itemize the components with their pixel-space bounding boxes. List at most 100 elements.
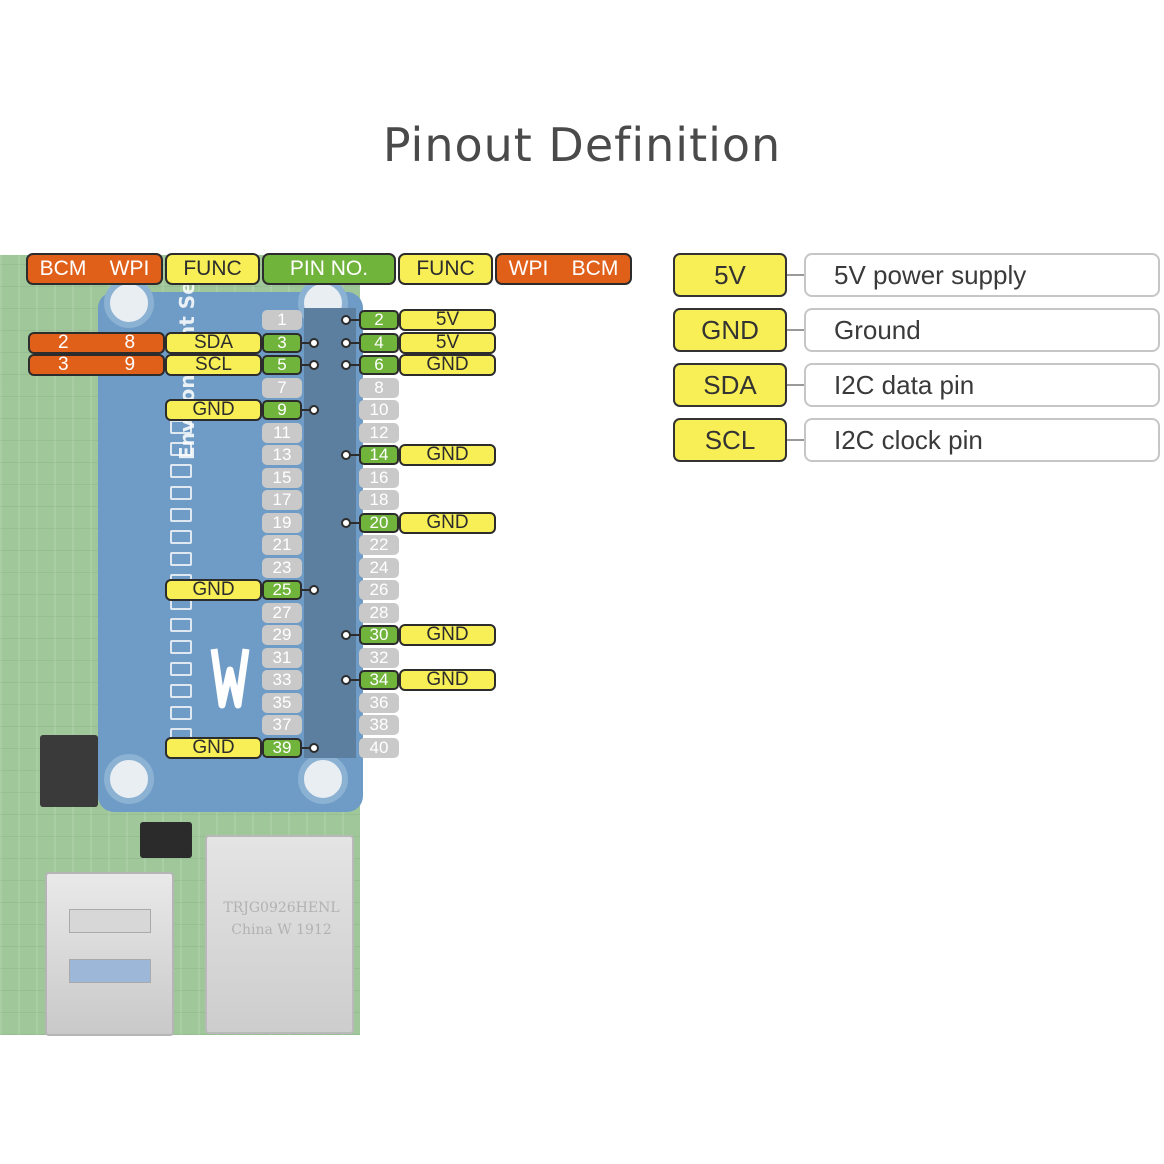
func-label-gnd: GND bbox=[165, 736, 262, 759]
pin-33: 33 bbox=[262, 670, 302, 690]
pin-connector bbox=[349, 679, 359, 681]
header-pin-dot bbox=[341, 315, 351, 325]
header-pin-no: PIN NO. bbox=[262, 253, 396, 285]
func-label-gnd: GND bbox=[165, 579, 262, 601]
legend-desc-sda: I2C data pin bbox=[804, 363, 1160, 407]
func-label-gnd: GND bbox=[399, 354, 496, 376]
pin-18: 18 bbox=[359, 490, 399, 510]
pin-connector bbox=[302, 364, 310, 366]
func-label-sda: SDA bbox=[165, 331, 262, 354]
func-label-5v: 5V bbox=[399, 331, 496, 354]
header-pin-dot bbox=[341, 450, 351, 460]
header-right-func-text: FUNC bbox=[416, 257, 475, 280]
header-pin-dot bbox=[309, 360, 319, 370]
wpi-number: 8 bbox=[124, 331, 136, 353]
pin-17: 17 bbox=[262, 490, 302, 510]
legend-connector bbox=[787, 439, 804, 441]
header-right-wpi: WPI bbox=[508, 257, 549, 280]
header-right-bcm: BCM bbox=[571, 257, 619, 280]
header-left-func: FUNC bbox=[165, 253, 260, 285]
pin-7: 7 bbox=[262, 377, 302, 398]
pin-40: 40 bbox=[359, 737, 399, 758]
header-pin-dot bbox=[309, 405, 319, 415]
pin-35: 35 bbox=[262, 692, 302, 713]
pin-11: 11 bbox=[262, 422, 302, 443]
legend-connector bbox=[787, 274, 804, 276]
func-label-gnd: GND bbox=[399, 624, 496, 646]
pin-20: 20 bbox=[359, 512, 399, 533]
legend-key-sda: SDA bbox=[673, 363, 787, 407]
legend-key-gnd: GND bbox=[673, 308, 787, 352]
header-pin-dot bbox=[341, 517, 351, 528]
pin-37: 37 bbox=[262, 715, 302, 735]
header-pin-dot bbox=[309, 585, 319, 595]
pin-23: 23 bbox=[262, 557, 302, 578]
mounting-hole bbox=[104, 278, 154, 328]
bcm-number: 3 bbox=[57, 354, 69, 375]
header-pin-dot bbox=[341, 630, 351, 640]
pin-connector bbox=[302, 589, 310, 591]
header-pin-dot bbox=[309, 337, 319, 348]
header-pin-dot bbox=[341, 675, 351, 685]
audio-jack bbox=[140, 822, 192, 858]
pin-connector bbox=[349, 521, 359, 524]
pin-22: 22 bbox=[359, 535, 399, 555]
pin-25: 25 bbox=[262, 580, 302, 600]
pin-3: 3 bbox=[262, 332, 302, 353]
mounting-hole bbox=[104, 754, 154, 804]
waveshare-logo-icon bbox=[210, 648, 250, 709]
pin-34: 34 bbox=[359, 670, 399, 690]
pin-connector bbox=[302, 409, 310, 411]
pin-36: 36 bbox=[359, 692, 399, 713]
soc-chip bbox=[40, 735, 98, 807]
pin-connector bbox=[349, 634, 359, 636]
pin-connector bbox=[349, 454, 359, 456]
legend-connector bbox=[787, 384, 804, 386]
header-right-func: FUNC bbox=[398, 253, 493, 285]
legend-desc-scl: I2C clock pin bbox=[804, 418, 1160, 462]
func-label-gnd: GND bbox=[165, 399, 262, 421]
header-left-wpi: WPI bbox=[109, 257, 150, 280]
ethernet-port: TRJG0926HENL China W 1912 bbox=[205, 835, 354, 1034]
pin-1: 1 bbox=[262, 310, 302, 330]
pin-connector bbox=[349, 341, 359, 344]
pin-28: 28 bbox=[359, 602, 399, 623]
func-label-gnd: GND bbox=[399, 444, 496, 466]
pin-31: 31 bbox=[262, 647, 302, 668]
pin-13: 13 bbox=[262, 445, 302, 465]
pin-26: 26 bbox=[359, 580, 399, 600]
pin-30: 30 bbox=[359, 625, 399, 645]
legend-key-scl: SCL bbox=[673, 418, 787, 462]
mounting-hole bbox=[298, 754, 348, 804]
pin-10: 10 bbox=[359, 400, 399, 420]
pin-24: 24 bbox=[359, 557, 399, 578]
header-pin-dot bbox=[309, 742, 319, 753]
pin-14: 14 bbox=[359, 445, 399, 465]
pin-38: 38 bbox=[359, 715, 399, 735]
header-right-wpi-bcm: WPI BCM bbox=[495, 253, 632, 285]
bcm-number: 2 bbox=[57, 331, 69, 353]
header-left-bcm-wpi: BCM WPI bbox=[26, 253, 163, 285]
pin-6: 6 bbox=[359, 355, 399, 375]
func-label-gnd: GND bbox=[399, 669, 496, 691]
page-title: Pinout Definition bbox=[382, 118, 782, 172]
pin-21: 21 bbox=[262, 535, 302, 555]
pin-27: 27 bbox=[262, 602, 302, 623]
pin-39: 39 bbox=[262, 737, 302, 758]
header-pin-no-text: PIN NO. bbox=[289, 257, 369, 280]
header-pin-dot bbox=[341, 337, 351, 348]
connector-marking: TRJG0926HENL China W 1912 bbox=[223, 900, 340, 938]
header-left-bcm: BCM bbox=[39, 257, 87, 280]
gpio-header bbox=[304, 308, 356, 758]
legend-key-5v: 5V bbox=[673, 253, 787, 297]
pin-12: 12 bbox=[359, 422, 399, 443]
pin-15: 15 bbox=[262, 467, 302, 488]
pin-connector bbox=[302, 746, 310, 749]
pin-29: 29 bbox=[262, 625, 302, 645]
usb-port bbox=[45, 872, 174, 1036]
pin-connector bbox=[302, 341, 310, 344]
sensor-pads bbox=[170, 420, 192, 750]
wpi-number: 9 bbox=[124, 354, 136, 375]
